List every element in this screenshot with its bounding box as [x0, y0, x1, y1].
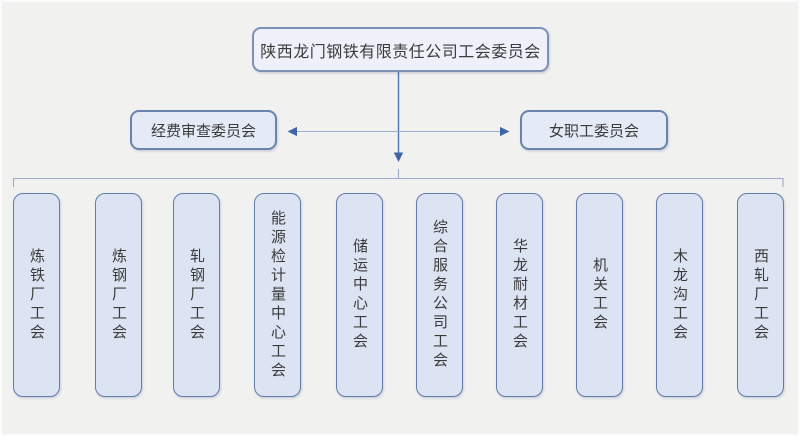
down-arrowhead-icon	[393, 152, 404, 162]
org-box-root-label: 陕西龙门钢铁有限责任公司工会委员会	[260, 43, 541, 61]
committee-label: 女职工委员会	[548, 122, 639, 140]
org-box-branch[interactable]: 储运中心工会	[336, 193, 383, 397]
branch-label: 储运中心工会	[351, 238, 368, 352]
org-box-women-workers-committee[interactable]: 女职工委员会	[520, 110, 668, 150]
left-arrowhead-icon	[287, 126, 297, 137]
org-box-branch[interactable]: 能源检计量中心工会	[254, 193, 301, 397]
org-box-branch[interactable]: 木龙沟工会	[656, 193, 703, 397]
branch-label: 炼铁厂工会	[28, 247, 45, 343]
branch-label: 炼钢厂工会	[110, 247, 127, 343]
org-box-branch[interactable]: 西轧厂工会	[737, 193, 784, 397]
branch-label: 综合服务公司工会	[431, 219, 448, 371]
org-box-branch[interactable]: 轧钢厂工会	[173, 193, 220, 397]
branch-label: 机关工会	[591, 257, 608, 333]
org-box-branch[interactable]: 综合服务公司工会	[416, 193, 463, 397]
org-box-funds-review-committee[interactable]: 经费审查委员会	[130, 110, 277, 150]
branch-label: 华龙耐材工会	[511, 238, 528, 352]
branch-label: 西轧厂工会	[752, 247, 769, 343]
branch-label: 能源检计量中心工会	[269, 209, 286, 381]
right-arrowhead-icon	[500, 126, 510, 137]
org-box-branch[interactable]: 炼钢厂工会	[95, 193, 142, 397]
org-box-branch[interactable]: 机关工会	[576, 193, 623, 397]
branch-label: 木龙沟工会	[671, 247, 688, 343]
org-box-branch[interactable]: 华龙耐材工会	[496, 193, 543, 397]
org-box-branch[interactable]: 炼铁厂工会	[13, 193, 60, 397]
branch-bracket-line	[12, 177, 784, 187]
committee-label: 经费审查委员会	[150, 122, 256, 140]
branch-label: 轧钢厂工会	[188, 247, 205, 343]
org-box-root[interactable]: 陕西龙门钢铁有限责任公司工会委员会	[252, 27, 549, 72]
